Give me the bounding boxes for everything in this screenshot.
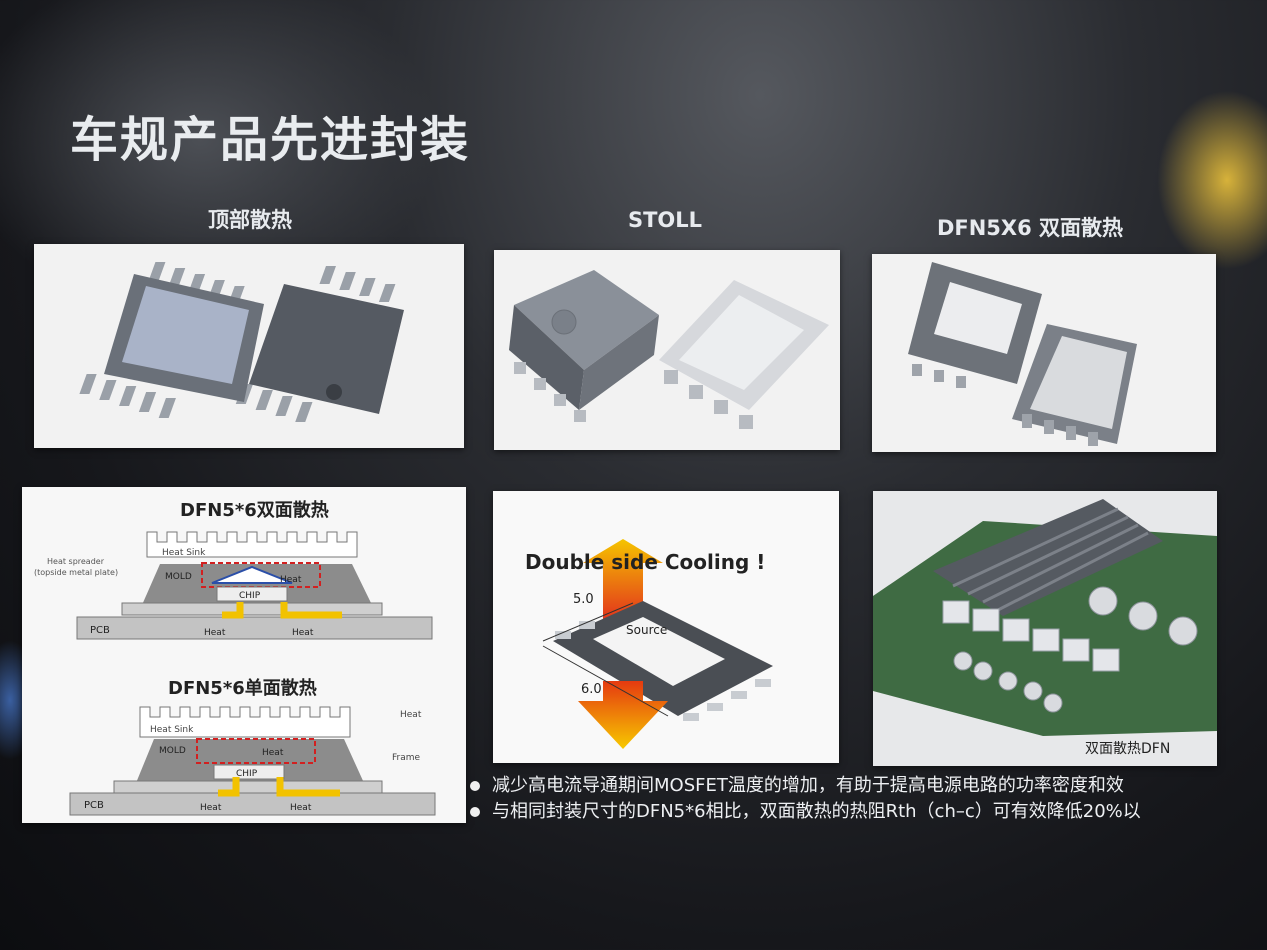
heat-label-mid: Heat bbox=[262, 748, 284, 758]
dfn-leads bbox=[912, 364, 1098, 446]
heat-arrow-right-bottom bbox=[276, 777, 340, 797]
panel-double-side-cooling: Double side Cooling ! Source 5.0 6.0 bbox=[493, 491, 839, 763]
dimension-6: 6.0 bbox=[581, 682, 602, 697]
mold-body-top bbox=[142, 564, 372, 605]
stoll-leads bbox=[514, 362, 753, 429]
heat-arrow-left-bottom bbox=[218, 777, 240, 797]
chip-pins bbox=[79, 262, 396, 422]
bullet-dot bbox=[470, 781, 480, 791]
dimension-line-6 bbox=[542, 645, 669, 717]
bullet-item: 与相同封装尺寸的DFN5*6相比，双面散热的热阻Rth（ch–c）可有效降低20… bbox=[470, 799, 1267, 825]
components bbox=[942, 600, 1120, 672]
capacitors bbox=[953, 586, 1198, 713]
mold-label-bottom: MOLD bbox=[159, 746, 186, 756]
stoll-illustration bbox=[509, 270, 829, 429]
cooling-headline: Double side Cooling ! bbox=[525, 550, 765, 574]
bullet-dot bbox=[470, 807, 480, 817]
cross-section-diagram: DFN5*6双面散热 Heat Sink Heat spreader (tops… bbox=[34, 499, 436, 816]
chip-top bbox=[216, 586, 288, 602]
yellow-glare bbox=[1157, 90, 1267, 270]
pcb-label-bottom: PCB bbox=[84, 800, 104, 811]
pcb-label-top: PCB bbox=[90, 625, 110, 636]
bullet-text: 减少高电流导通期间MOSFET温度的增加，有助于提高电源电路的功率密度和效 bbox=[492, 775, 1124, 796]
mold-label-top: MOLD bbox=[165, 572, 192, 582]
stoll-top-left bbox=[514, 270, 659, 370]
stoll-front-left bbox=[579, 315, 659, 410]
page-title: 车规产品先进封装 bbox=[70, 112, 471, 168]
source-pad bbox=[593, 617, 725, 686]
blue-spread-arrow bbox=[211, 565, 293, 584]
heat-spreader-label: Heat spreader bbox=[47, 557, 105, 566]
bullet-text: 与相同封装尺寸的DFN5*6相比，双面散热的热阻Rth（ch–c）可有效降低20… bbox=[492, 801, 1141, 822]
dfn-top-window bbox=[934, 282, 1022, 354]
heat-label-far: Heat bbox=[400, 710, 422, 720]
panel-cross-section: DFN5*6双面散热 Heat Sink Heat spreader (tops… bbox=[22, 487, 466, 823]
panel-board-render: 双面散热DFN bbox=[873, 491, 1217, 766]
chip-pair-illustration bbox=[79, 262, 404, 422]
dimension-5: 5.0 bbox=[573, 592, 594, 607]
lead-frame-bottom bbox=[113, 780, 383, 794]
heat-sink-bottom bbox=[139, 706, 351, 738]
frame-label: Frame bbox=[392, 753, 421, 763]
pin1-dot bbox=[326, 384, 342, 400]
panel-top-cooling-chips bbox=[34, 244, 464, 448]
dfn-bottom-pad bbox=[1030, 336, 1127, 429]
chip-label-top: CHIP bbox=[239, 591, 261, 601]
heat-spreader-note: (topside metal plate) bbox=[34, 568, 118, 577]
stoll-dimple bbox=[551, 309, 577, 335]
lead-frame-top bbox=[121, 602, 383, 616]
heat-label-right-bottom: Heat bbox=[290, 803, 312, 813]
mold-body-bottom bbox=[136, 739, 364, 783]
bullet-item: 减少高电流导通期间MOSFET温度的增加，有助于提高电源电路的功率密度和效 bbox=[470, 773, 1267, 799]
chip-bottom bbox=[213, 764, 285, 780]
heat-label-right: Heat bbox=[292, 628, 314, 638]
heat-arrow-left-top bbox=[222, 602, 244, 619]
heat-sink-fins bbox=[933, 499, 1163, 616]
heat-highlight-bottom bbox=[196, 738, 316, 764]
chip-body-right bbox=[249, 284, 404, 414]
heat-label-top: Heat bbox=[280, 575, 302, 585]
chip-heat-pad bbox=[122, 286, 249, 384]
dimension-line-5 bbox=[542, 602, 634, 642]
dfn-illustration bbox=[908, 262, 1137, 446]
board-render: 双面散热DFN bbox=[873, 499, 1217, 757]
pcb-top bbox=[76, 616, 433, 640]
heat-sink-label-bottom: Heat Sink bbox=[150, 725, 194, 735]
feature-bullets: 减少高电流导通期间MOSFET温度的增加，有助于提高电源电路的功率密度和效 与相… bbox=[470, 773, 1267, 825]
heat-sink-top bbox=[146, 531, 358, 558]
caption-top-cooling: 顶部散热 bbox=[208, 208, 292, 232]
board-caption: 双面散热DFN bbox=[1085, 741, 1170, 757]
heat-arrow-right-top bbox=[280, 602, 342, 619]
stoll-side-left bbox=[509, 305, 584, 410]
stoll-pad bbox=[679, 295, 804, 390]
panel-stoll bbox=[494, 250, 840, 450]
package-leads bbox=[555, 621, 771, 721]
heat-label-left-bottom: Heat bbox=[200, 803, 222, 813]
heat-arrow-down bbox=[578, 681, 668, 749]
caption-dfn-double: DFN5X6 双面散热 bbox=[936, 216, 1124, 240]
heat-label-left: Heat bbox=[204, 628, 226, 638]
single-side-title: DFN5*6单面散热 bbox=[168, 677, 317, 699]
source-label: Source bbox=[626, 623, 667, 637]
cooling-illustration: Double side Cooling ! Source 5.0 6.0 bbox=[525, 539, 773, 749]
heat-sink-label-top: Heat Sink bbox=[162, 548, 206, 558]
pcb-bottom bbox=[69, 792, 436, 816]
double-side-title: DFN5*6双面散热 bbox=[180, 499, 329, 521]
panel-dfn-chips bbox=[872, 254, 1216, 452]
caption-stoll: STOLL bbox=[627, 208, 703, 232]
chip-label-bottom: CHIP bbox=[236, 769, 258, 779]
